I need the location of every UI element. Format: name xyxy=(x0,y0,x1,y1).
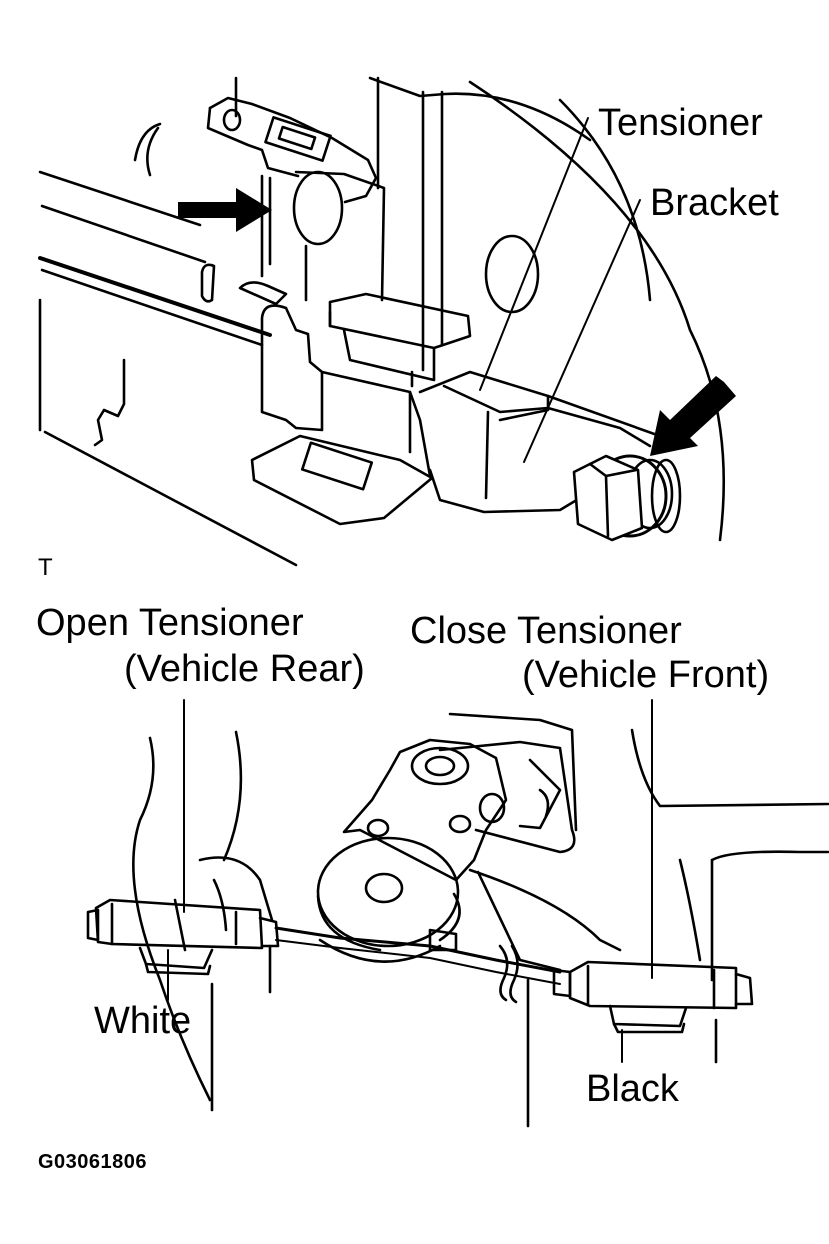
white-connector-label: White xyxy=(94,1000,192,1042)
open-tensioner-position-label: (Vehicle Rear) xyxy=(124,648,365,690)
top-assembly-drawing xyxy=(38,76,736,567)
black-connector xyxy=(552,960,754,1034)
bracket-label: Bracket xyxy=(650,182,779,224)
close-tensioner-position-label: (Vehicle Front) xyxy=(522,654,770,696)
figure-code: G03061806 xyxy=(38,1151,148,1173)
close-tensioner-label: Close Tensioner xyxy=(410,610,682,652)
black-connector-label: Black xyxy=(586,1068,679,1110)
tensioner-label: Tensioner xyxy=(598,102,763,144)
open-tensioner-label: Open Tensioner xyxy=(36,602,304,644)
bottom-assembly-drawing xyxy=(86,699,829,1128)
tool-marker-label: T xyxy=(38,554,53,581)
white-connector xyxy=(86,898,280,976)
